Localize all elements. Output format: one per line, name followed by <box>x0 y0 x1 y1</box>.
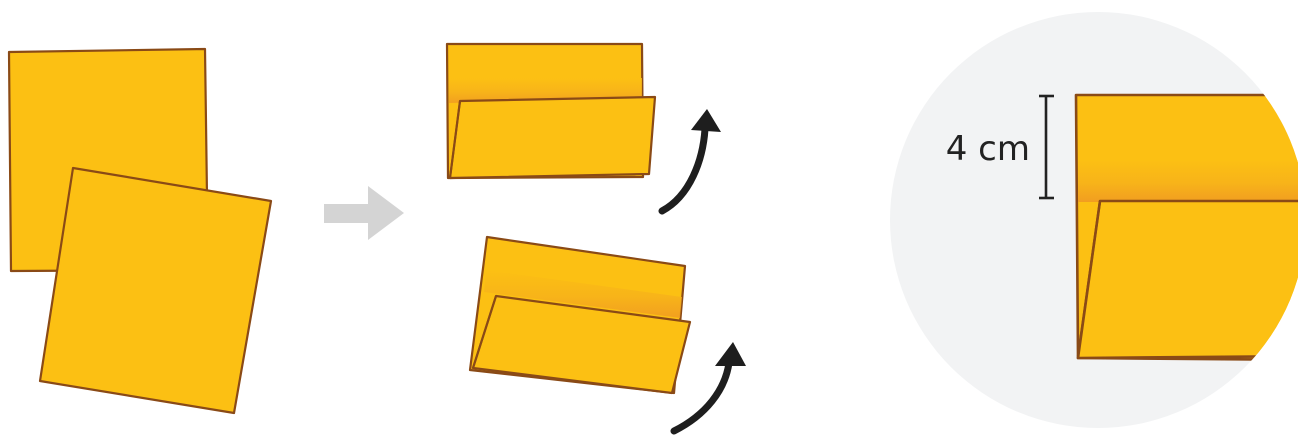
paper-sheet-front <box>38 166 273 415</box>
crease-shade <box>449 78 642 103</box>
curved-up-arrow-icon <box>670 342 746 435</box>
step-1-flat-sheets <box>7 47 273 415</box>
folded-flap <box>448 95 657 180</box>
measurement-bracket <box>1039 94 1054 200</box>
right-arrow-icon <box>324 186 404 240</box>
measurement-label: 4 cm <box>946 129 1030 169</box>
zoomed-crease-shade <box>1078 160 1298 202</box>
zoom-detail-circle <box>890 12 1298 428</box>
crease-shade <box>484 270 682 318</box>
folded-sheet-top <box>445 42 657 180</box>
folded-sheet-bottom <box>468 235 692 395</box>
zoomed-folded-flap <box>1076 199 1298 360</box>
curved-up-arrow-icon <box>658 109 721 215</box>
